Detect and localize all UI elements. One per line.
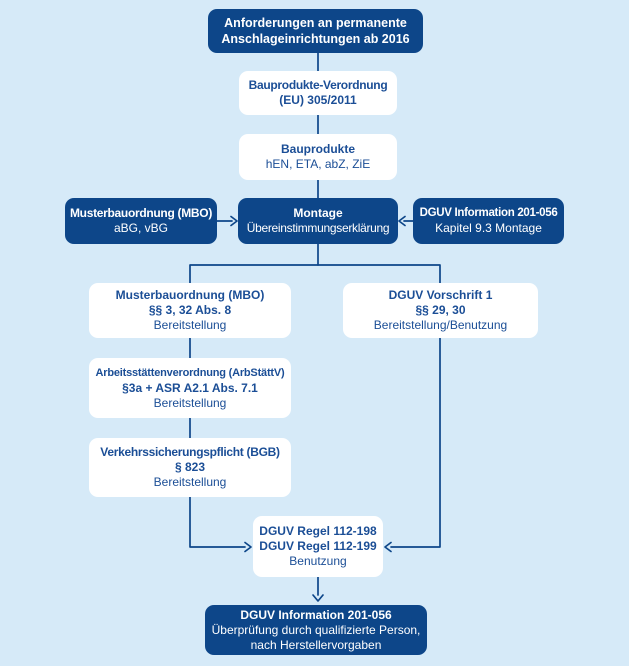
connector-dguvinfo-to-montage-arrow xyxy=(399,217,413,226)
connector-regeln-to-pruefung-arrow xyxy=(313,577,323,601)
connector-mbo-to-montage-arrow xyxy=(217,217,237,226)
connector-montage-split xyxy=(190,244,440,283)
node-dguv-information-pruefung-line2: Überprüfung durch qualifizierte Person, xyxy=(211,622,421,637)
node-mbo-bereitstellung-line2: §§ 3, 32 Abs. 8 xyxy=(148,303,232,317)
node-dguv-regeln: DGUV Regel 112-198 DGUV Regel 112-199 Be… xyxy=(253,516,383,577)
node-dguv-vorschrift1: DGUV Vorschrift 1 §§ 29, 30 Bereitstellu… xyxy=(343,283,538,338)
node-arbeitsstaettenverordnung-line2: §3a + ASR A2.1 Abs. 7.1 xyxy=(122,380,258,395)
node-arbeitsstaettenverordnung: Arbeitsstättenverordnung (ArbStättV) §3a… xyxy=(89,358,291,418)
node-musterbauordnung-line2: aBG, vBG xyxy=(113,221,169,235)
node-anforderungen-line2: Anschlageinrichtungen ab 2016 xyxy=(221,32,410,46)
node-bauprodukte-verordnung: Bauprodukte-Verordnung (EU) 305/2011 xyxy=(239,71,397,115)
node-mbo-bereitstellung-line3: Bereitstellung xyxy=(153,318,227,332)
node-arbeitsstaettenverordnung-line3: Bereitstellung xyxy=(153,395,227,410)
node-dguv-vorschrift1-line3: Bereitstellung/Benutzung xyxy=(373,318,508,332)
node-bauprodukte-line2: hEN, ETA, abZ, ZiE xyxy=(265,157,371,171)
node-dguv-regeln-line2: DGUV Regel 112-199 xyxy=(259,539,377,553)
node-musterbauordnung-line1: Musterbauordnung (MBO) xyxy=(69,206,213,220)
node-mbo-bereitstellung-line1: Musterbauordnung (MBO) xyxy=(115,288,265,302)
node-dguv-information-montage-line2: Kapitel 9.3 Montage xyxy=(435,221,542,235)
node-mbo-bereitstellung: Musterbauordnung (MBO) §§ 3, 32 Abs. 8 B… xyxy=(89,283,291,338)
node-bauprodukte-verordnung-line2: (EU) 305/2011 xyxy=(279,93,357,107)
connector-verkehr-to-regeln-arrow xyxy=(190,497,251,552)
node-montage-line2: Übereinstimmungserklärung xyxy=(246,221,390,235)
node-dguv-regeln-line1: DGUV Regel 112-198 xyxy=(259,524,377,538)
node-verkehrssicherungspflicht: Verkehrssicherungspflicht (BGB) § 823 Be… xyxy=(89,438,291,497)
node-dguv-information-pruefung-line1: DGUV Information 201-056 xyxy=(240,607,392,622)
node-anforderungen-line1: Anforderungen an permanente xyxy=(224,16,407,30)
node-anforderungen: Anforderungen an permanente Anschlageinr… xyxy=(208,9,423,53)
connector-vorschrift-to-regeln-arrow xyxy=(385,338,440,552)
node-dguv-regeln-line3: Benutzung xyxy=(289,554,347,568)
node-bauprodukte-line1: Bauprodukte xyxy=(280,142,355,156)
node-dguv-information-pruefung-line3: nach Herstellervorgaben xyxy=(250,637,382,652)
node-verkehrssicherungspflicht-line2: § 823 xyxy=(174,460,206,474)
node-arbeitsstaettenverordnung-line1: Arbeitsstättenverordnung (ArbStättV) xyxy=(95,366,285,379)
node-musterbauordnung: Musterbauordnung (MBO) aBG, vBG xyxy=(65,198,217,244)
node-dguv-vorschrift1-line2: §§ 29, 30 xyxy=(415,303,466,317)
node-dguv-information-pruefung: DGUV Information 201-056 Überprüfung dur… xyxy=(205,605,427,655)
node-verkehrssicherungspflicht-line3: Bereitstellung xyxy=(153,475,227,489)
node-bauprodukte: Bauprodukte hEN, ETA, abZ, ZiE xyxy=(239,134,397,180)
node-montage: Montage Übereinstimmungserklärung xyxy=(238,198,398,244)
node-dguv-vorschrift1-line1: DGUV Vorschrift 1 xyxy=(388,288,493,302)
node-bauprodukte-verordnung-line1: Bauprodukte-Verordnung xyxy=(248,78,388,92)
node-montage-line1: Montage xyxy=(293,206,343,220)
node-verkehrssicherungspflicht-line1: Verkehrssicherungspflicht (BGB) xyxy=(100,445,280,459)
node-dguv-information-montage-line1: DGUV Information 201-056 xyxy=(419,207,558,219)
node-dguv-information-montage: DGUV Information 201-056 Kapitel 9.3 Mon… xyxy=(413,198,564,244)
